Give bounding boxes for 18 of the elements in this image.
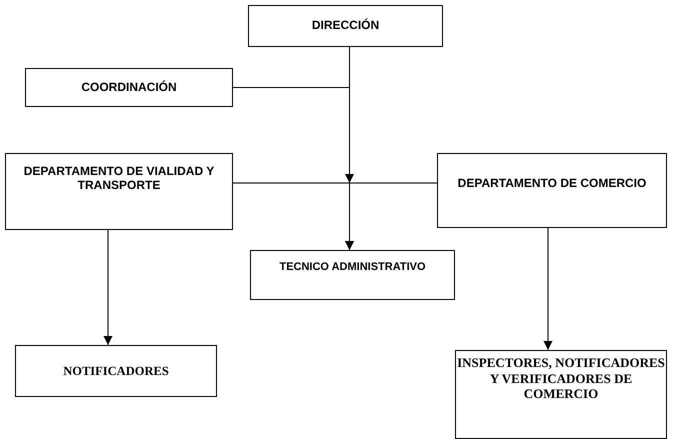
box-title: TECNICO ADMINISTRATIVO xyxy=(279,261,426,274)
org-box xyxy=(250,250,455,300)
box-title: DEPARTAMENTO DE VIALIDAD Y TRANSPORTE xyxy=(22,164,216,193)
connector-line xyxy=(232,182,438,184)
arrow xyxy=(544,228,552,350)
org-box xyxy=(5,153,233,230)
box-title: DEPARTAMENTO DE COMERCIO xyxy=(458,176,646,190)
org-box xyxy=(455,350,667,439)
box-title: NOTIFICADORES xyxy=(63,364,169,378)
box-title: DIRECCIÓN xyxy=(312,18,380,32)
box-title: INSPECTORES, NOTIFICADORES Y VERIFICADORES DE COMERCIO xyxy=(456,355,666,402)
org-box xyxy=(25,68,233,107)
org-box xyxy=(15,345,217,397)
arrow xyxy=(232,87,354,250)
box-title: COORDINACIÓN xyxy=(81,80,177,95)
arrow xyxy=(104,230,112,346)
org-box xyxy=(248,5,443,47)
org-box xyxy=(437,153,667,228)
